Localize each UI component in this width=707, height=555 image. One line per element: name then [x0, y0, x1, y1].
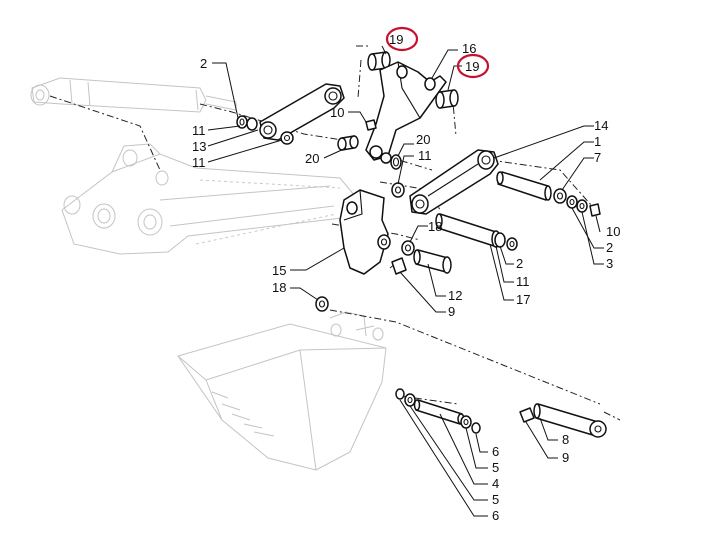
- callout-2-right: 2: [606, 240, 613, 255]
- callout-12: 12: [448, 288, 462, 303]
- callout-11-lower: 11: [516, 274, 530, 289]
- callout-20-right: 20: [416, 132, 430, 147]
- callout-17: 17: [516, 292, 530, 307]
- highlight-19-right: [456, 53, 490, 79]
- washer-18-top: [401, 240, 415, 256]
- pin-4: [413, 399, 465, 425]
- callout-10-top: 10: [330, 105, 344, 120]
- callout-2-upper-left: 2: [200, 56, 207, 71]
- highlight-19-top: [385, 26, 419, 52]
- washer-11-lower: [494, 232, 506, 248]
- pin-1: [496, 171, 552, 201]
- callout-3: 3: [606, 256, 613, 271]
- grease-nipple-10-right: [589, 203, 601, 217]
- link-14: [409, 149, 499, 215]
- pin-8: [533, 403, 607, 438]
- callout-14: 14: [594, 118, 608, 133]
- leader-lines: [207, 45, 604, 517]
- callout-18-upper: 18: [428, 219, 442, 234]
- washer-5-right: [460, 415, 472, 429]
- washer-5-left: [404, 393, 416, 407]
- washer-2-lower: [506, 237, 518, 251]
- bushing-19-right: [435, 89, 459, 109]
- callout-6-lower: 6: [492, 508, 499, 523]
- callout-labels: 19 19 16 2 10 11 13 11 20 20 11 14 1 7 1…: [192, 32, 620, 523]
- callout-6-upper: 6: [492, 444, 499, 459]
- link-13: [259, 83, 345, 141]
- rocker-link-16: [365, 61, 447, 164]
- callout-1: 1: [594, 134, 601, 149]
- callout-15: 15: [272, 263, 286, 278]
- ghost-bucket: [177, 311, 387, 471]
- callout-19-top: 19: [389, 32, 403, 47]
- ghost-dipper-arm: [61, 143, 361, 255]
- washer-18-lower: [315, 296, 329, 312]
- callout-19-right: 19: [465, 59, 479, 74]
- callout-11-left-b: 11: [192, 155, 206, 170]
- washer-2-right: [566, 195, 578, 209]
- bracket-15: [339, 189, 391, 275]
- callout-11-left-a: 11: [192, 123, 206, 138]
- grease-nipple-10-top: [365, 119, 377, 131]
- callout-9-middle: 9: [448, 304, 455, 319]
- bushing-12: [413, 249, 452, 274]
- washer-11-middle: [280, 131, 294, 145]
- washer-11-left: [236, 115, 258, 131]
- callout-18-lower: 18: [272, 280, 286, 295]
- callout-13: 13: [192, 139, 206, 154]
- washer-3: [576, 199, 588, 213]
- callout-4: 4: [492, 476, 499, 491]
- callout-11-center: 11: [418, 148, 432, 163]
- highlight-circles: [385, 26, 490, 79]
- callout-16: 16: [462, 41, 476, 56]
- callout-2-lower: 2: [516, 256, 523, 271]
- grease-nipple-9-middle: [391, 257, 407, 275]
- washer-6-upper-left: [395, 388, 405, 400]
- callout-7: 7: [594, 150, 601, 165]
- callout-10-right: 10: [606, 224, 620, 239]
- callout-5-lower: 5: [492, 492, 499, 507]
- callout-9-bottom: 9: [562, 450, 569, 465]
- callout-8: 8: [562, 432, 569, 447]
- bushing-19-top: [367, 51, 391, 71]
- washer-6-right: [471, 422, 481, 434]
- bushing-20-left: [337, 135, 359, 151]
- grease-nipple-9-bottom: [519, 407, 535, 423]
- ghost-hydraulic-cylinder: [30, 77, 237, 113]
- bushing-20-right: [390, 154, 402, 170]
- washer-7: [553, 188, 567, 204]
- pin-17: [435, 213, 501, 248]
- washer-11-right: [391, 182, 405, 198]
- callout-5-upper: 5: [492, 460, 499, 475]
- callout-20-left: 20: [305, 151, 319, 166]
